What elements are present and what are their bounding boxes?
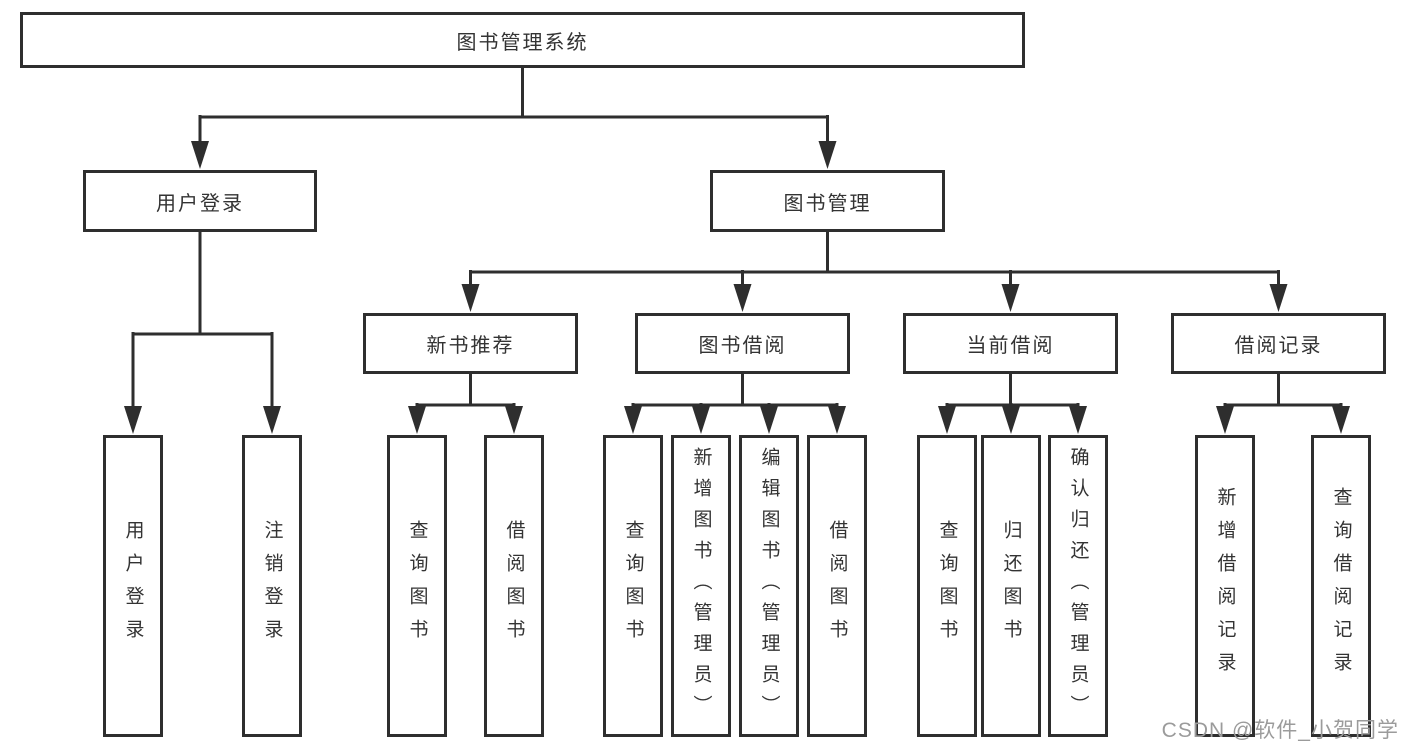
node-current-borrowing: 当前借阅 [903, 313, 1118, 374]
leaf-borrow-books: 借阅图书 [807, 435, 867, 737]
node-label: 查询图书 [406, 520, 428, 652]
node-label: 查询借阅记录 [1330, 487, 1352, 685]
leaf-return-books: 归还图书 [981, 435, 1041, 737]
node-user-login: 用户登录 [83, 170, 317, 232]
leaf-query-borrow-record: 查询借阅记录 [1311, 435, 1371, 737]
node-label: 新书推荐 [426, 335, 515, 357]
node-label: 新增图书（管理员） [690, 446, 712, 726]
node-label: 当前借阅 [966, 335, 1055, 357]
node-label: 借阅记录 [1234, 335, 1323, 357]
leaf-logout: 注销登录 [242, 435, 302, 737]
node-book-borrowing: 图书借阅 [635, 313, 850, 374]
node-label: 图书借阅 [698, 335, 787, 357]
node-book-management: 图书管理 [710, 170, 945, 232]
node-label: 查询图书 [622, 520, 644, 652]
leaf-query-books-borrowing: 查询图书 [603, 435, 663, 737]
node-label: 图书管理系统 [456, 31, 589, 54]
node-label: 借阅图书 [826, 520, 848, 652]
leaf-add-borrow-record: 新增借阅记录 [1195, 435, 1255, 737]
node-new-book-recommend: 新书推荐 [363, 313, 578, 374]
leaf-query-books-recommend: 查询图书 [387, 435, 447, 737]
node-library-system: 图书管理系统 [20, 12, 1025, 68]
node-label: 用户登录 [122, 520, 144, 652]
node-label: 新增借阅记录 [1214, 487, 1236, 685]
leaf-query-books-current: 查询图书 [917, 435, 977, 737]
node-label: 查询图书 [936, 520, 958, 652]
node-label: 图书管理 [783, 192, 872, 215]
node-label: 编辑图书（管理员） [758, 446, 780, 726]
leaf-add-books-admin: 新增图书（管理员） [671, 435, 731, 737]
csdn-watermark: CSDN @软件_小贺同学 [1161, 719, 1399, 742]
node-label: 借阅图书 [503, 520, 525, 652]
node-label: 注销登录 [261, 520, 283, 652]
node-label: 确认归还（管理员） [1067, 446, 1089, 726]
node-label: 归还图书 [1000, 520, 1022, 652]
node-label: 用户登录 [156, 192, 244, 215]
leaf-confirm-return-admin: 确认归还（管理员） [1048, 435, 1108, 737]
leaf-edit-books-admin: 编辑图书（管理员） [739, 435, 799, 737]
leaf-user-login: 用户登录 [103, 435, 163, 737]
node-borrowing-records: 借阅记录 [1171, 313, 1386, 374]
leaf-borrow-books-recommend: 借阅图书 [484, 435, 544, 737]
